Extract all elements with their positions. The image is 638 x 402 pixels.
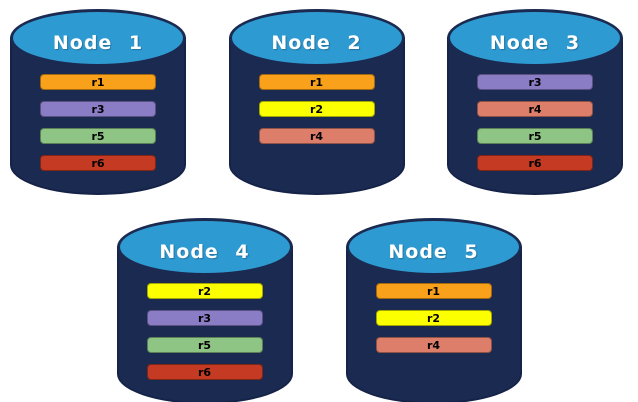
replica-bar-r4: r4: [375, 337, 492, 353]
replica-bar-r4: r4: [258, 128, 375, 144]
node-label: Node 1: [52, 31, 144, 54]
cylinder-top-ellipse: Node 4: [116, 218, 293, 276]
node-label: Node 5: [388, 240, 479, 263]
replica-bar-r6: r6: [146, 364, 263, 380]
replica-list: r1 r2 r4: [375, 283, 492, 353]
replica-list: r1 r2 r4: [258, 74, 375, 144]
replica-bar-r6: r6: [477, 155, 593, 171]
replica-bar-r3: r3: [40, 101, 156, 117]
replica-bar-r3: r3: [477, 74, 593, 90]
replica-bar-r5: r5: [146, 337, 263, 353]
node-label: Node 4: [159, 240, 250, 263]
replica-list: r2 r3 r5 r6: [146, 283, 263, 380]
cylinder-top-ellipse: Node 3: [447, 9, 623, 67]
replica-bar-r1: r1: [40, 74, 156, 90]
replica-list: r3 r4 r5 r6: [477, 74, 593, 171]
node-cylinder-5: Node 5 r1 r2 r4: [345, 218, 522, 402]
replica-bar-r5: r5: [40, 128, 156, 144]
replica-list: r1 r3 r5 r6: [40, 74, 156, 171]
replica-bar-r1: r1: [375, 283, 492, 299]
replica-bar-r5: r5: [477, 128, 593, 144]
replica-bar-r2: r2: [258, 101, 375, 117]
node-cylinder-4: Node 4 r2 r3 r5 r6: [116, 218, 293, 402]
cylinder-top-ellipse: Node 5: [345, 218, 522, 276]
replica-bar-r6: r6: [40, 155, 156, 171]
replica-bar-r3: r3: [146, 310, 263, 326]
cylinder-top-ellipse: Node 2: [228, 9, 405, 67]
replica-bar-r4: r4: [477, 101, 593, 117]
replica-bar-r2: r2: [375, 310, 492, 326]
replica-bar-r2: r2: [146, 283, 263, 299]
replica-bar-r1: r1: [258, 74, 375, 90]
node-label: Node 2: [271, 31, 362, 54]
cylinder-top-ellipse: Node 1: [10, 9, 186, 67]
node-cylinder-1: Node 1 r1 r3 r5 r6: [10, 9, 186, 195]
node-cylinder-2: Node 2 r1 r2 r4: [228, 9, 405, 195]
node-row-bottom: Node 4 r2 r3 r5 r6 Node 5 r1 r2 r4: [0, 218, 638, 402]
node-label: Node 3: [489, 31, 581, 54]
node-cylinder-3: Node 3 r3 r4 r5 r6: [447, 9, 623, 195]
